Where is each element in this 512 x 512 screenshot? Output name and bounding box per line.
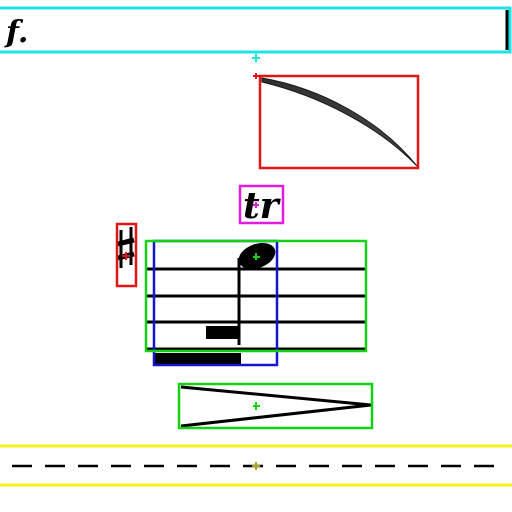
ledger-beam bbox=[155, 353, 241, 364]
staff-anchor-marker bbox=[253, 253, 260, 260]
dynamic-marking-text: f. bbox=[4, 15, 28, 50]
trill-text: tr bbox=[243, 185, 282, 227]
hairpin-box bbox=[177, 382, 374, 430]
red-anchor-marker bbox=[253, 73, 259, 79]
staff-region[interactable] bbox=[144, 238, 368, 367]
hairpin-anchor-marker bbox=[253, 402, 260, 410]
dynamic-marking-box bbox=[0, 6, 512, 54]
eighth-note-icon bbox=[206, 242, 276, 345]
dynamic-marking-region[interactable]: f. bbox=[0, 6, 512, 54]
ottava-region[interactable] bbox=[0, 444, 512, 487]
slur-box bbox=[258, 74, 420, 170]
slur-curve-icon bbox=[261, 77, 418, 167]
accidental-region[interactable] bbox=[115, 222, 138, 288]
trill-region[interactable]: tr bbox=[238, 184, 285, 227]
accidental-box bbox=[115, 222, 138, 288]
decrescendo-hairpin-icon bbox=[180, 385, 372, 428]
yellow-anchor-marker bbox=[252, 462, 260, 470]
hairpin-region[interactable] bbox=[177, 382, 374, 430]
staff-box bbox=[144, 239, 368, 353]
trill-box bbox=[238, 184, 285, 225]
sharp-accidental-icon bbox=[117, 227, 135, 268]
cyan-anchor-marker bbox=[252, 54, 260, 62]
accidental-anchor-marker bbox=[122, 252, 130, 260]
magenta-anchor-marker bbox=[253, 202, 259, 208]
slur-region[interactable] bbox=[253, 73, 420, 170]
staff-lines bbox=[147, 267, 366, 351]
